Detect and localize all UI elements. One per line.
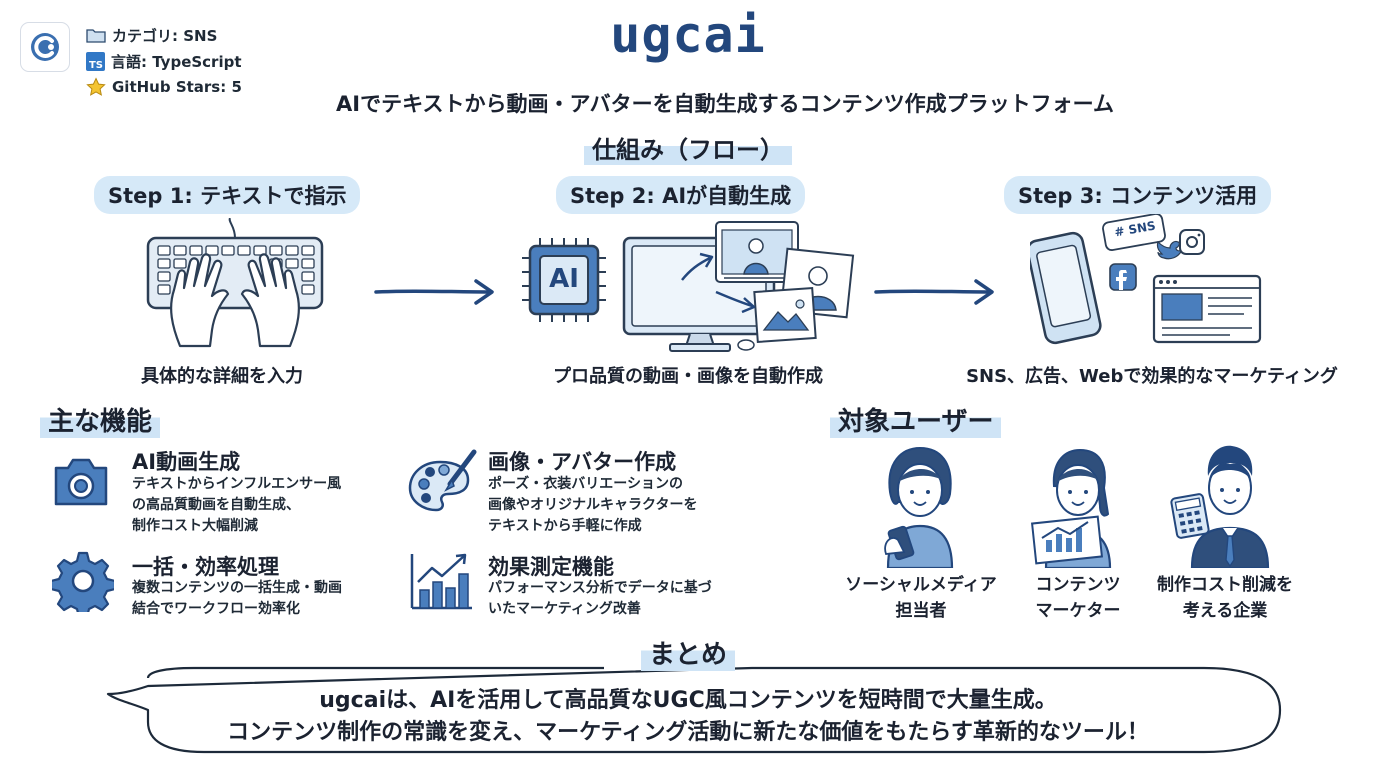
summary-heading: まとめ xyxy=(0,634,1376,671)
step-1-title-text: Step 1: テキストで指示 xyxy=(94,176,361,214)
app-logo xyxy=(20,22,70,72)
user-2-label: コンテンツ マーケター xyxy=(1008,572,1148,624)
flow-heading: 仕組み（フロー） xyxy=(0,130,1376,165)
feature-4-desc-line: いたマーケティング改善 xyxy=(488,601,641,617)
flow-heading-text: 仕組み（フロー） xyxy=(584,130,792,165)
meta-category: カテゴリ: SNS xyxy=(86,24,217,46)
social-media-manager-avatar xyxy=(884,446,954,568)
user-1-label: ソーシャルメディア 担当者 xyxy=(836,572,1006,624)
ai-chip-label: AI xyxy=(549,264,579,294)
meta-stars: GitHub Stars: 5 xyxy=(86,76,242,98)
step-3-caption: SNS、広告、Webで効果的なマーケティング xyxy=(966,366,1338,387)
arrow-right-icon xyxy=(874,279,994,305)
step-2-title-text: Step 2: AIが自動生成 xyxy=(556,176,806,214)
bar-chart-icon xyxy=(410,553,472,610)
content-marketer-avatar xyxy=(1030,448,1112,568)
features-heading: 主な機能 xyxy=(40,401,161,438)
step-1-title: Step 1: テキストで指示 xyxy=(94,176,361,214)
feature-2-desc: ポーズ・衣装バリエーションの 画像やオリジナルキャラクターを テキストから手軽に… xyxy=(488,474,697,537)
feature-1-desc-line: テキストからインフルエンサー風 xyxy=(132,476,342,492)
summary-heading-text: まとめ xyxy=(640,634,735,671)
step-1-caption: 具体的な詳細を入力 xyxy=(141,366,303,387)
arrow-right-icon xyxy=(374,279,494,305)
feature-2-title: 画像・アバター作成 xyxy=(488,450,677,474)
step-3-title: Step 3: コンテンツ活用 xyxy=(1004,176,1272,214)
category-text: カテゴリ: SNS xyxy=(112,26,218,45)
feature-1-desc: テキストからインフルエンサー風 の高品質動画を自動生成、 制作コスト大幅削減 xyxy=(132,474,341,537)
folder-icon xyxy=(86,29,106,43)
feature-3-desc-line: 複数コンテンツの一括生成・動画 xyxy=(132,580,342,596)
summary-speech-bubble xyxy=(106,666,1282,754)
logo-icon xyxy=(31,33,59,61)
feature-1-title: AI動画生成 xyxy=(132,450,241,474)
camera-icon xyxy=(54,458,108,506)
step-3-title-text: Step 3: コンテンツ活用 xyxy=(1004,176,1272,214)
user-2-label-line: マーケター xyxy=(1035,601,1121,621)
gear-icon xyxy=(52,551,114,612)
palette-icon xyxy=(408,449,477,512)
app-title: ugcai xyxy=(610,6,766,64)
features-heading-text: 主な機能 xyxy=(40,401,161,438)
feature-3-title: 一括・効率処理 xyxy=(132,555,279,579)
star-icon xyxy=(86,77,106,96)
stars-text: GitHub Stars: 5 xyxy=(112,78,242,96)
feature-4-desc-line: パフォーマンス分析でデータに基づ xyxy=(488,580,712,596)
summary-line-1: ugcaiは、AIを活用して高品質なUGC風コンテンツを短時間で大量生成。 xyxy=(319,688,1057,713)
meta-language: TS 言語: TypeScript xyxy=(86,50,242,72)
feature-2-desc-line: テキストから手軽に作成 xyxy=(488,518,642,534)
feature-4-desc: パフォーマンス分析でデータに基づ いたマーケティング改善 xyxy=(488,578,712,620)
app-subtitle: AIでテキストから動画・アバターを自動生成するコンテンツ作成プラットフォーム xyxy=(336,92,1114,116)
feature-3-desc: 複数コンテンツの一括生成・動画 結合でワークフロー効率化 xyxy=(132,578,342,620)
ai-generation-illustration xyxy=(522,221,855,352)
feature-2-desc-line: ポーズ・衣装バリエーションの xyxy=(488,476,684,492)
language-text: 言語: TypeScript xyxy=(111,52,242,71)
user-1-label-line: ソーシャルメディア xyxy=(845,575,997,595)
step-2-title: Step 2: AIが自動生成 xyxy=(556,176,806,214)
typescript-icon: TS xyxy=(86,51,105,71)
user-2-label-line: コンテンツ xyxy=(1035,575,1121,595)
feature-1-desc-line: 制作コスト大幅削減 xyxy=(132,518,258,534)
user-3-label: 制作コスト削減を 考える企業 xyxy=(1150,572,1300,624)
user-3-label-line: 考える企業 xyxy=(1182,601,1268,621)
users-heading-text: 対象ユーザー xyxy=(830,401,1002,438)
users-heading: 対象ユーザー xyxy=(830,401,1002,438)
summary-line-2: コンテンツ制作の常識を変え、マーケティング活動に新たな価値をもたらす革新的なツー… xyxy=(227,720,1149,745)
keyboard-hands-icon xyxy=(146,218,324,348)
feature-4-title: 効果測定機能 xyxy=(488,555,614,579)
content-usage-illustration xyxy=(1030,214,1262,345)
feature-2-desc-line: 画像やオリジナルキャラクターを xyxy=(488,497,698,513)
company-avatar xyxy=(1170,445,1270,568)
user-3-label-line: 制作コスト削減を xyxy=(1157,575,1293,595)
step-2-caption: プロ品質の動画・画像を自動作成 xyxy=(553,366,823,387)
user-1-label-line: 担当者 xyxy=(895,601,947,621)
feature-1-desc-line: の高品質動画を自動生成、 xyxy=(132,497,300,513)
feature-3-desc-line: 結合でワークフロー効率化 xyxy=(132,601,300,617)
